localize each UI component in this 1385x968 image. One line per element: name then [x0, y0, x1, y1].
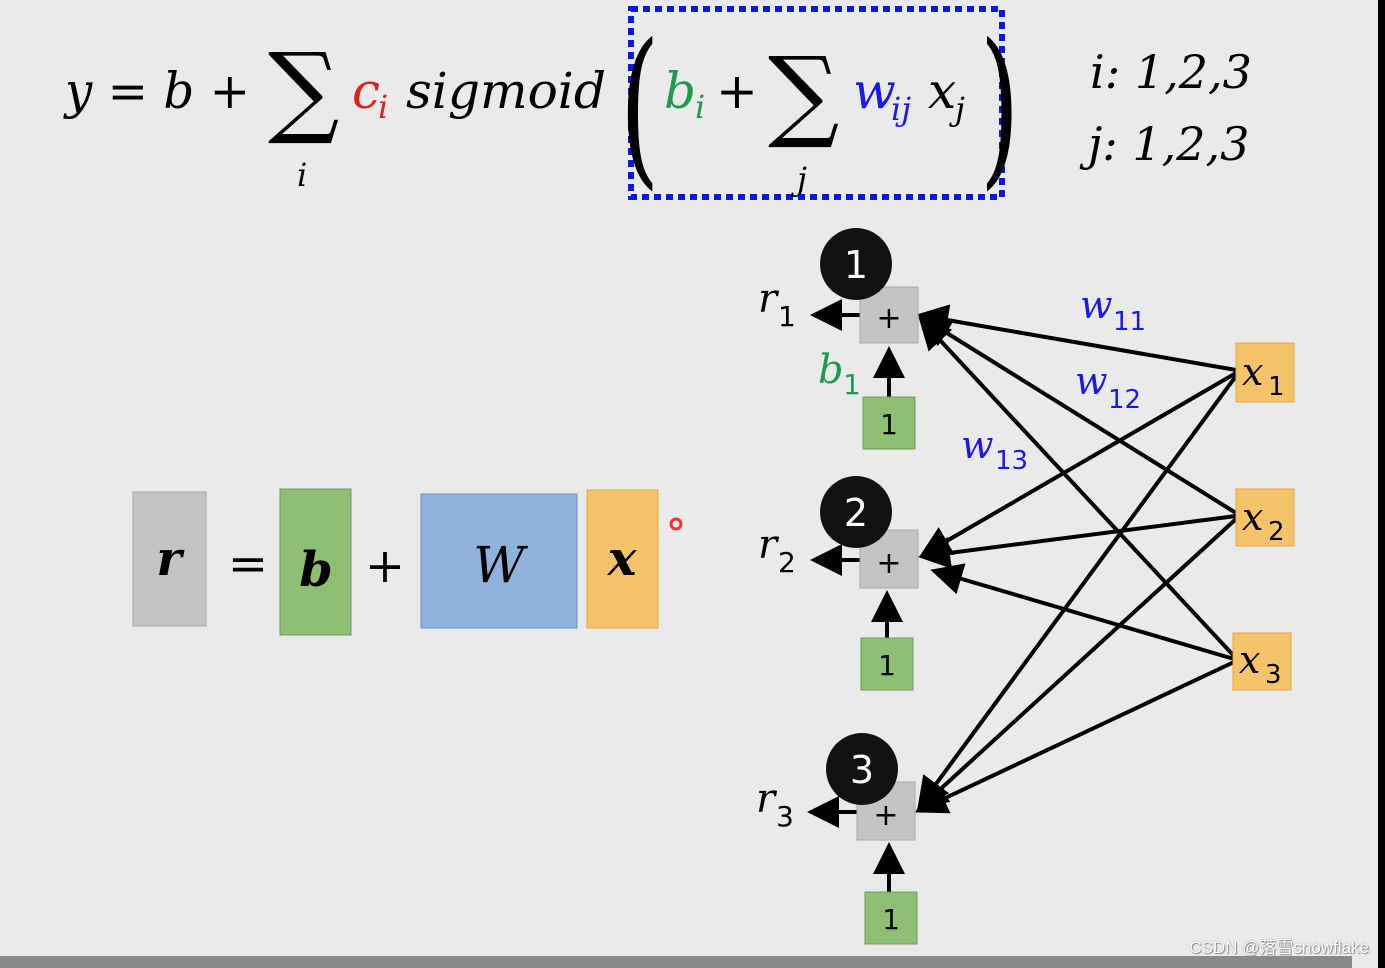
neuron-badge-3-label: 3: [850, 748, 874, 792]
b-vector-box: [279, 488, 352, 636]
window-edge: [1378, 0, 1385, 968]
edge-x2-n2: [918, 514, 1237, 569]
neuron-badge-1: [820, 228, 892, 300]
output-r1-sub: 1: [778, 300, 796, 333]
output-r3: r: [756, 776, 778, 822]
x-vector-box: [586, 489, 659, 629]
neuron-badge-2: [820, 476, 892, 548]
matrix-equation: r = b + W x: [132, 488, 683, 636]
open-paren: (: [620, 9, 660, 207]
sum-node-2-plus: +: [876, 546, 901, 581]
input-x1-sub: 1: [1268, 372, 1285, 402]
sum-node-1-plus: +: [876, 301, 901, 336]
edge-x1-n3: [917, 374, 1238, 810]
weight-w12: w: [1075, 359, 1108, 403]
output-r3-sub: 3: [776, 800, 794, 833]
bias-input-3-label: 1: [882, 903, 900, 936]
weight-w13-sub: 13: [995, 446, 1028, 476]
weight-w11-sub: 11: [1113, 307, 1146, 337]
edge-x1-n1: [916, 304, 1237, 372]
neuron-3: + 3 r 3 1: [756, 733, 918, 945]
input-x1-box: [1235, 342, 1295, 403]
equals-sign: =: [228, 536, 268, 592]
input-x3-box: [1232, 632, 1292, 691]
sum-node-1: [859, 286, 919, 344]
input-x1: x: [1242, 350, 1263, 394]
sum-index-j: j: [791, 160, 807, 198]
edge-x3-n1: [918, 317, 1236, 658]
weight-labels: w 11 w 12 w 13: [961, 283, 1146, 476]
x-vector-label: x: [607, 531, 638, 587]
neuron-1: + 1 r 1 1 b 1: [758, 228, 919, 450]
neuron-2: + 2 r 2 1: [758, 476, 919, 691]
weight-w12-sub: 12: [1108, 385, 1141, 415]
bias-input-2: [860, 637, 914, 691]
weight-w-sub: ij: [891, 90, 911, 128]
edge-x1-n2: [919, 371, 1238, 558]
c-coef: c: [352, 62, 380, 120]
video-progress-bar[interactable]: [0, 956, 1352, 968]
output-r2: r: [758, 522, 780, 568]
input-x3-sub: 3: [1265, 660, 1282, 690]
c-coef-sub: i: [378, 88, 388, 126]
bias-input-3: [864, 891, 918, 945]
W-matrix-box: [420, 493, 578, 629]
output-r1: r: [758, 276, 780, 322]
input-x2-sub: 2: [1268, 517, 1285, 547]
range-i: i: 1,2,3: [1090, 45, 1252, 99]
sum-index-i: i: [297, 156, 307, 194]
bias-b-sub: i: [695, 88, 705, 126]
neuron-badge-1-label: 1: [844, 243, 868, 287]
sum-symbol-i: ∑: [268, 31, 339, 148]
pointer-dot: [669, 517, 683, 531]
sum-symbol-j: ∑: [768, 35, 839, 152]
watermark: CSDN @落雪snowflake: [1189, 938, 1369, 957]
bias-b1: b: [818, 347, 844, 393]
bias-input-1: [862, 396, 916, 450]
formula: y = b + ∑ i c i sigmoid ( b i + ∑ j w ij…: [63, 6, 1020, 207]
weight-w13: w: [961, 423, 994, 467]
plus-sign: +: [365, 538, 405, 594]
neuron-badge-2-label: 2: [844, 491, 868, 535]
edge-x3-n3: [914, 660, 1235, 814]
inputs: x 1 x 2 x 3: [1232, 342, 1295, 691]
range-j: j: 1,2,3: [1079, 117, 1249, 171]
bias-input-2-label: 1: [878, 649, 896, 682]
r-vector-box: [132, 491, 207, 627]
input-x2: x: [1242, 495, 1263, 539]
edge-x3-n2: [930, 563, 1235, 661]
sigmoid-label: sigmoid: [406, 62, 606, 120]
edge-x2-n1: [919, 315, 1238, 515]
formula-plus: +: [716, 62, 758, 120]
dotted-highlight-frame: [628, 6, 1005, 200]
input-x3: x: [1239, 638, 1260, 682]
bias-input-1-label: 1: [880, 408, 898, 441]
input-x: x: [928, 62, 956, 120]
bias-b: b: [664, 62, 696, 120]
W-matrix-label: W: [473, 536, 528, 594]
close-paren: ): [980, 9, 1020, 207]
edge-x2-n3: [916, 517, 1238, 812]
sum-node-3-plus: +: [873, 798, 898, 833]
weight-w11: w: [1080, 283, 1113, 327]
input-x2-box: [1235, 488, 1295, 547]
network-edges: [807, 299, 1238, 892]
formula-lhs: y = b +: [63, 62, 250, 120]
b-vector-label: b: [299, 542, 333, 598]
output-r2-sub: 2: [778, 546, 796, 579]
r-vector-label: r: [156, 531, 185, 587]
weight-w: w: [853, 62, 896, 120]
neuron-badge-3: [826, 733, 898, 805]
bias-b1-sub: 1: [843, 368, 861, 401]
